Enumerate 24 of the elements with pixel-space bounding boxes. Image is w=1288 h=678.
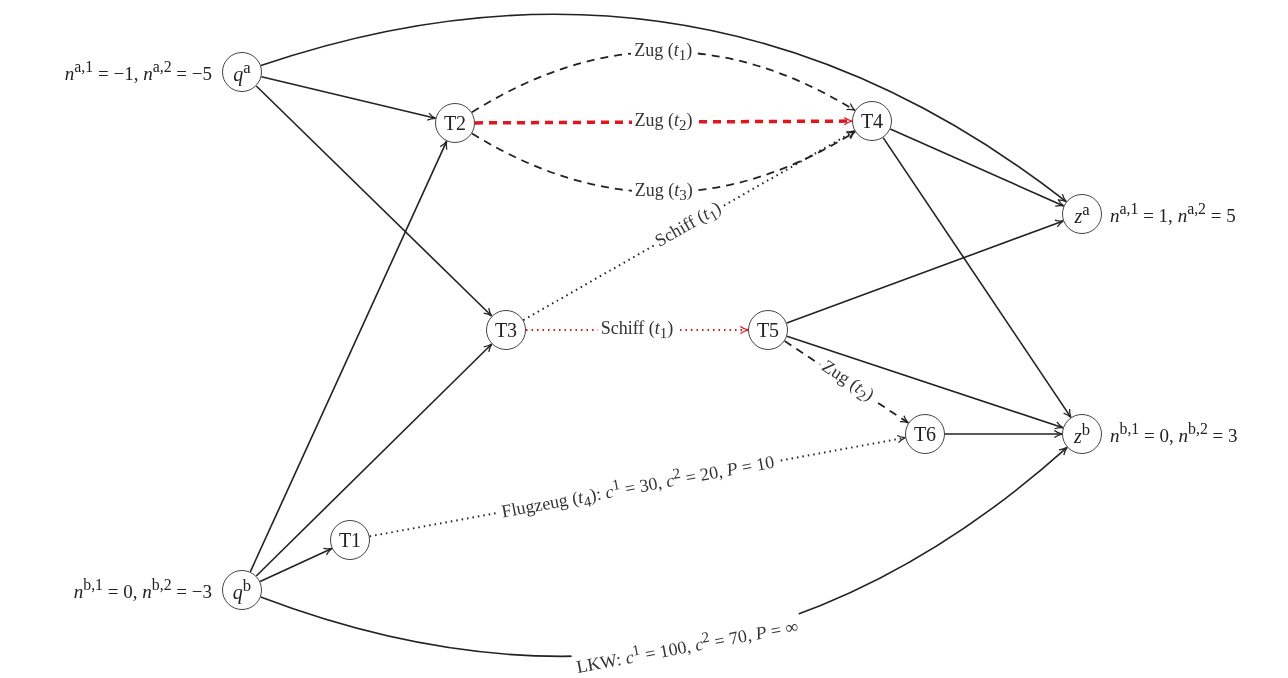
node-circle	[435, 103, 475, 143]
node-circle	[1062, 194, 1102, 234]
node-circle	[222, 52, 262, 92]
node-circle	[748, 310, 788, 350]
node-label: z$^{b}$	[1073, 422, 1091, 446]
node-circle	[905, 414, 945, 454]
node-label: T6	[913, 424, 937, 444]
node-circle	[1062, 414, 1102, 454]
node-label: q$^{b}$	[232, 578, 252, 602]
node-annotation: n$^{b,1}$ = 0, n$^{b,2}$ = −3	[73, 576, 212, 604]
node-circle	[222, 570, 262, 610]
node-label: T1	[338, 530, 362, 550]
node-circle	[852, 101, 892, 141]
node-annotation: n$^{b,1}$ = 0, n$^{b,2}$ = 3	[1110, 420, 1238, 448]
node-label: T5	[756, 320, 780, 340]
node-circle	[330, 520, 370, 560]
node-label: T2	[443, 113, 467, 133]
node-annotation: n$^{a,1}$ = 1, n$^{a,2}$ = 5	[1110, 200, 1236, 228]
node-label: z$^{a}$	[1074, 202, 1090, 226]
node-circle	[486, 310, 526, 350]
node-label: T4	[860, 111, 884, 131]
node-annotation: n$^{a,1}$ = −1, n$^{a,2}$ = −5	[64, 58, 212, 86]
node-label: q$^{a}$	[233, 60, 251, 84]
node-label: T3	[494, 320, 518, 340]
